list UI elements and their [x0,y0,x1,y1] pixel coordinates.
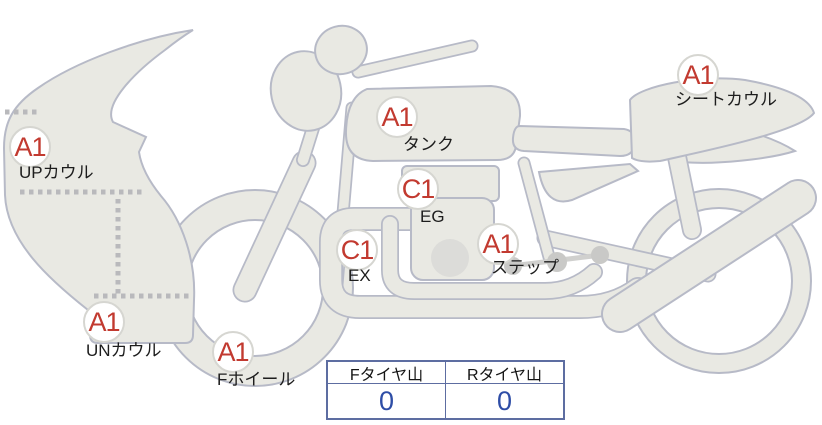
tire-table-header-front: Fタイヤ山 [328,362,446,384]
part-label-tank: タンク [403,135,454,154]
tire-table-value-front: 0 [328,384,446,418]
grade-badge-un-cowl: A1 [83,301,125,343]
frame-cradle-shape [381,215,603,300]
grade-badge-step: A1 [477,223,519,265]
meter-shape [314,24,368,76]
handlebar-shape [351,39,479,79]
tire-table-value-row: 0 0 [328,384,563,418]
crankcase-circle [431,239,469,277]
front-cowl-shape [2,29,196,344]
grade-badge-engine: C1 [397,168,439,210]
part-label-front-wheel: Fホイール [217,370,296,389]
tire-table-header-row: Fタイヤ山 Rタイヤ山 [328,362,563,384]
part-label-un-cowl: UNカウル [86,341,162,360]
side-cover-shape [537,162,640,203]
tire-table-header-rear: Rタイヤ山 [446,362,563,384]
cowl-divider-dotted-lines [5,109,190,299]
grade-badge-exhaust: C1 [336,229,378,271]
part-label-exhaust: EX [348,266,371,285]
tire-tread-table: Fタイヤ山 Rタイヤ山 0 0 [326,360,565,420]
grade-badge-seat-cowl: A1 [677,54,719,96]
part-label-seat-cowl: シートカウル [675,90,777,109]
rear-shock-shape [666,142,702,240]
grade-badge-front-wheel: A1 [212,331,254,373]
seat-shape [511,124,637,158]
part-label-engine: EG [420,207,445,226]
part-label-up-cowl: UPカウル [19,163,94,182]
grade-badge-tank: A1 [376,96,418,138]
part-label-step: ステップ [491,258,559,277]
headlight-shape [269,50,343,132]
rear-frame-tube-shape [517,156,556,264]
muffler-shape [601,179,817,333]
tire-table-value-rear: 0 [496,385,513,416]
grade-badge-up-cowl: A1 [9,126,51,168]
